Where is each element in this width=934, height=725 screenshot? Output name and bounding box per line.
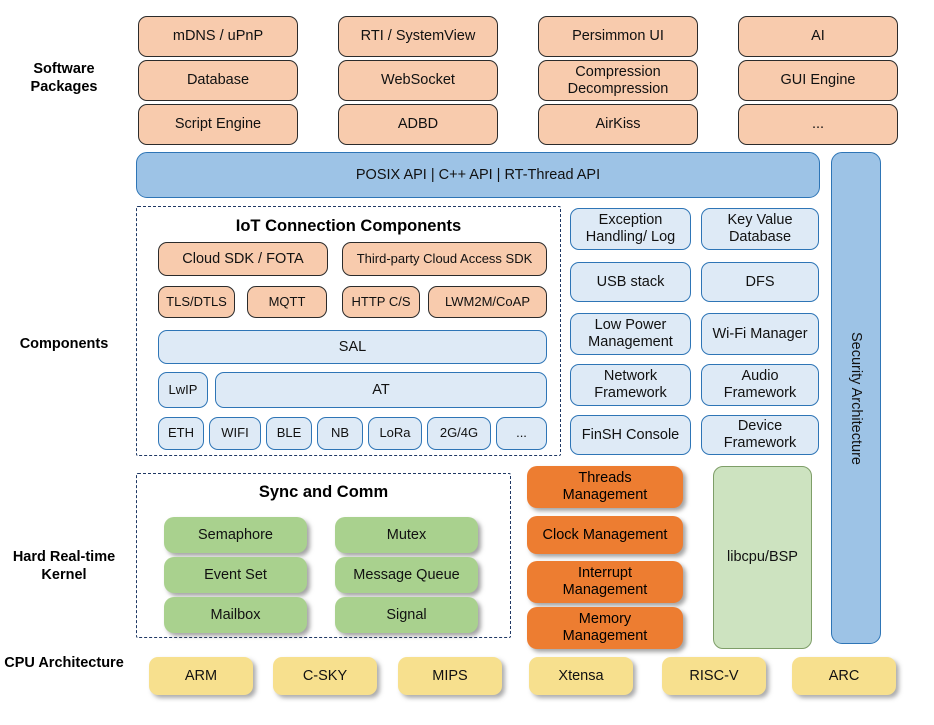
kernel-management-box[interactable]: Memory Management	[527, 607, 683, 649]
row-label-cpu-architecture: CPU Architecture	[4, 655, 124, 671]
package-box[interactable]: WebSocket	[338, 60, 498, 101]
cpu-arch-box[interactable]: ARC	[792, 657, 896, 695]
component-box[interactable]: Wi-Fi Manager	[701, 313, 819, 355]
component-box[interactable]: FinSH Console	[570, 415, 691, 455]
iot-protocol-box[interactable]: LWM2M/CoAP	[428, 286, 547, 318]
iot-protocol-box[interactable]: MQTT	[247, 286, 327, 318]
row-label-components: Components	[19, 336, 109, 352]
package-box[interactable]: RTI / SystemView	[338, 16, 498, 57]
sync-and-comm-group: Sync and Comm	[136, 473, 511, 638]
iot-link-box[interactable]: WIFI	[209, 417, 261, 450]
component-box[interactable]: USB stack	[570, 262, 691, 302]
security-architecture-label: Security Architecture	[848, 331, 864, 465]
sync-group-title: Sync and Comm	[258, 483, 389, 501]
package-box[interactable]: Persimmon UI	[538, 16, 698, 57]
package-box[interactable]: AI	[738, 16, 898, 57]
kernel-sync-box[interactable]: Message Queue	[335, 557, 478, 593]
package-box[interactable]: AirKiss	[538, 104, 698, 145]
package-box[interactable]: ADBD	[338, 104, 498, 145]
component-box[interactable]: DFS	[701, 262, 819, 302]
iot-group-title: IoT Connection Components	[235, 217, 462, 235]
cpu-arch-box[interactable]: ARM	[149, 657, 253, 695]
iot-connection-components-group: IoT Connection Components	[136, 206, 561, 456]
security-architecture-bar: Security Architecture	[831, 152, 881, 644]
package-box[interactable]: GUI Engine	[738, 60, 898, 101]
iot-link-box[interactable]: LoRa	[368, 417, 422, 450]
package-box[interactable]: mDNS / uPnP	[138, 16, 298, 57]
component-box[interactable]: Exception Handling/ Log	[570, 208, 691, 250]
row-label-software-packages: Software Packages	[30, 61, 98, 96]
cpu-arch-box[interactable]: MIPS	[398, 657, 502, 695]
iot-sal-box[interactable]: SAL	[158, 330, 547, 364]
iot-link-box[interactable]: ETH	[158, 417, 204, 450]
kernel-sync-box[interactable]: Event Set	[164, 557, 307, 593]
kernel-sync-box[interactable]: Mutex	[335, 517, 478, 553]
api-bar: POSIX API | C++ API | RT-Thread API	[136, 152, 820, 198]
row-label-kernel: Hard Real-time Kernel	[12, 549, 116, 584]
kernel-sync-box[interactable]: Semaphore	[164, 517, 307, 553]
kernel-sync-box[interactable]: Mailbox	[164, 597, 307, 633]
iot-protocol-box[interactable]: TLS/DTLS	[158, 286, 235, 318]
component-box[interactable]: Low Power Management	[570, 313, 691, 355]
iot-cloud-box[interactable]: Third-party Cloud Access SDK	[342, 242, 547, 276]
package-box[interactable]: Database	[138, 60, 298, 101]
package-box[interactable]: ...	[738, 104, 898, 145]
component-box[interactable]: Network Framework	[570, 364, 691, 406]
cpu-arch-box[interactable]: RISC-V	[662, 657, 766, 695]
component-box[interactable]: Audio Framework	[701, 364, 819, 406]
iot-at-box[interactable]: AT	[215, 372, 547, 408]
iot-link-box[interactable]: NB	[317, 417, 363, 450]
package-box[interactable]: Script Engine	[138, 104, 298, 145]
kernel-management-box[interactable]: Threads Management	[527, 466, 683, 508]
component-box[interactable]: Device Framework	[701, 415, 819, 455]
cpu-arch-box[interactable]: C-SKY	[273, 657, 377, 695]
iot-link-box[interactable]: 2G/4G	[427, 417, 491, 450]
kernel-management-box[interactable]: Clock Management	[527, 516, 683, 554]
iot-link-box[interactable]: ...	[496, 417, 547, 450]
kernel-sync-box[interactable]: Signal	[335, 597, 478, 633]
package-box[interactable]: Compression Decompression	[538, 60, 698, 101]
iot-link-box[interactable]: BLE	[266, 417, 312, 450]
kernel-management-box[interactable]: Interrupt Management	[527, 561, 683, 603]
component-box[interactable]: Key Value Database	[701, 208, 819, 250]
cpu-arch-box[interactable]: Xtensa	[529, 657, 633, 695]
iot-lwip-box[interactable]: LwIP	[158, 372, 208, 408]
iot-cloud-box[interactable]: Cloud SDK / FOTA	[158, 242, 328, 276]
libcpu-bsp-box[interactable]: libcpu/BSP	[713, 466, 812, 649]
iot-protocol-box[interactable]: HTTP C/S	[342, 286, 420, 318]
